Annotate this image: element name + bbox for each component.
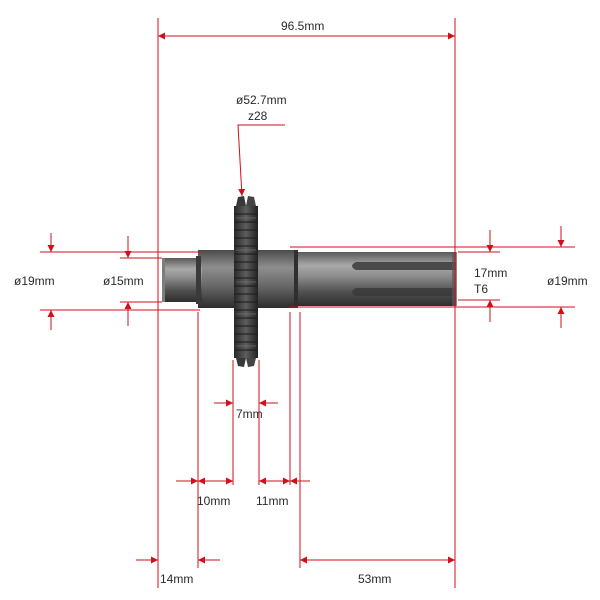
left-inner-diameter-label: ø15mm — [103, 274, 144, 288]
spline-type-label: T6 — [474, 282, 489, 296]
dimension-lines — [40, 18, 575, 588]
end-section — [162, 258, 202, 302]
gear-diameter-label: ø52.7mm — [236, 93, 287, 107]
end-length-label: 14mm — [160, 572, 194, 586]
total-length-label: 96.5mm — [281, 19, 325, 33]
spline-groove — [356, 262, 456, 270]
collar-section — [198, 250, 236, 308]
spline-diameter-label: 17mm — [474, 266, 508, 280]
right-diameter-label: ø19mm — [547, 274, 588, 288]
left-outer-diameter-label: ø19mm — [14, 274, 55, 288]
spline-groove — [356, 288, 456, 296]
hub-length-label: 11mm — [256, 494, 289, 508]
shaft-body — [162, 250, 457, 308]
spline-section — [296, 252, 456, 306]
hub-section — [258, 250, 298, 308]
gear — [234, 196, 258, 367]
spline-length-label: 53mm — [358, 572, 392, 586]
gear-width-label: 7mm — [236, 407, 263, 421]
collar-length-label: 10mm — [197, 494, 231, 508]
gear-teeth-label: z28 — [248, 109, 268, 123]
